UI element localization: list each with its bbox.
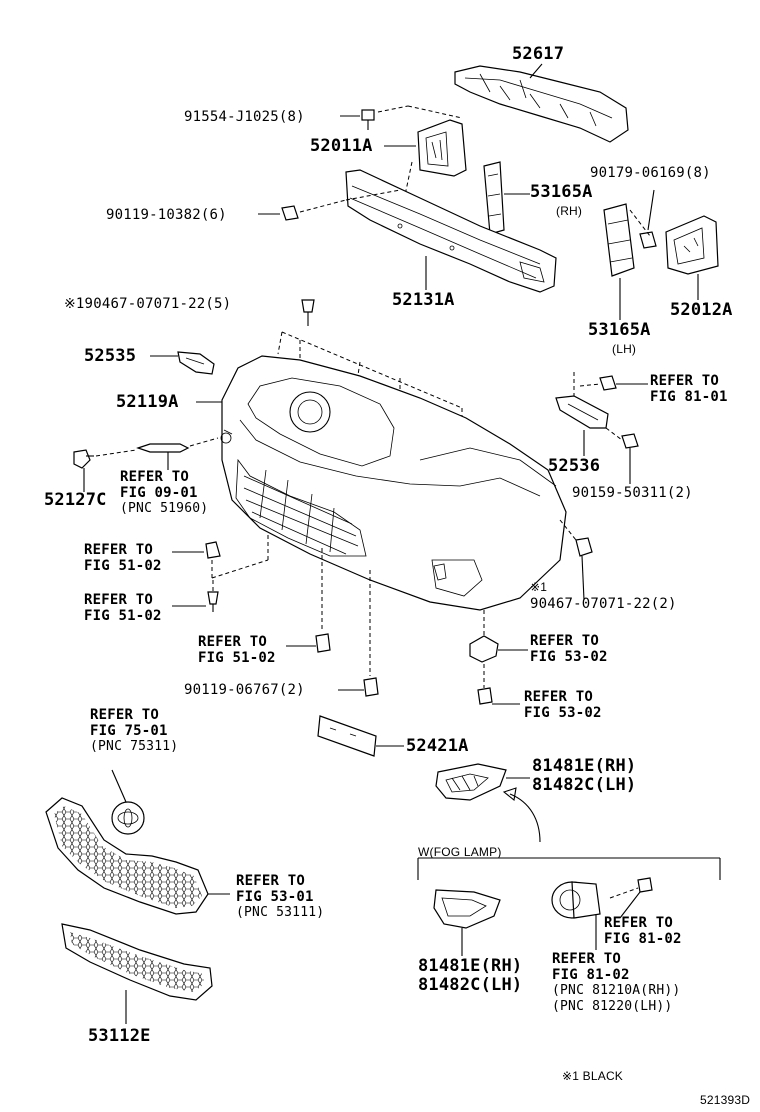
diagram-id: 521393D	[700, 1093, 751, 1107]
part-52012A: 52012A	[670, 300, 733, 320]
label-star1: ※1	[530, 580, 548, 594]
label-lh: (LH)	[612, 342, 637, 356]
fog-lamp-frame	[417, 857, 721, 880]
part-90467-top: ※190467-07071-22(5)	[64, 296, 232, 312]
bezel-81481E-lower	[433, 889, 501, 956]
ref-51-02-b-line1: REFER TO	[84, 592, 154, 608]
part-90467-bottom: 90467-07071-22(2)	[530, 596, 677, 612]
retainer-53165A-lh	[603, 203, 635, 320]
ref-53-02-b-line2: FIG 53-02	[524, 705, 602, 721]
bezel-81481E-upper	[435, 763, 541, 843]
part-81482C-lh-fog: 81482C(LH)	[418, 975, 523, 995]
ref-09-01-line1: REFER TO	[120, 469, 190, 485]
part-52617: 52617	[512, 44, 565, 64]
part-90119-06767: 90119-06767(2)	[184, 682, 305, 698]
fasteners-right-lower	[469, 519, 593, 705]
part-90119-10382: 90119-10382(6)	[106, 207, 227, 223]
ref-51-02-a-line2: FIG 51-02	[84, 558, 162, 574]
part-90159: 90159-50311(2)	[572, 485, 693, 501]
ref-51-02-b-line2: FIG 51-02	[84, 608, 162, 624]
fog-lamp-assembly	[551, 877, 653, 950]
ref-81-01-line1: REFER TO	[650, 373, 720, 389]
part-52536: 52536	[548, 456, 601, 476]
part-81482C-lh: 81482C(LH)	[532, 775, 637, 795]
black-note: ※1 BLACK	[562, 1069, 624, 1083]
part-81481E-rh-fog: 81481E(RH)	[418, 956, 523, 976]
fasteners-left	[172, 534, 269, 612]
part-53165A-lh: 53165A	[588, 320, 651, 340]
ref-51-02-c-line1: REFER TO	[198, 634, 268, 650]
ref-75-01-line1: REFER TO	[90, 707, 160, 723]
ref-53-01-line1: REFER TO	[236, 873, 306, 889]
bumper-cover-52119A	[196, 355, 567, 611]
ref-75-01-line2: FIG 75-01	[90, 723, 168, 739]
ref-09-01-pnc: (PNC 51960)	[120, 501, 209, 516]
ref-53-01-line2: FIG 53-01	[236, 889, 314, 905]
part-52535: 52535	[84, 346, 137, 366]
part-52127C: 52127C	[44, 490, 107, 510]
screws-lower-center	[286, 548, 379, 697]
part-81481E-rh: 81481E(RH)	[532, 756, 637, 776]
ref-53-01-pnc: (PNC 53111)	[236, 905, 325, 920]
ref-53-02-a-line2: FIG 53-02	[530, 649, 608, 665]
screw-91554	[340, 105, 463, 130]
ref-81-02-a-line2: FIG 81-02	[604, 931, 682, 947]
retainer-53165A-rh	[483, 161, 530, 235]
ref-53-02-b-line1: REFER TO	[524, 689, 594, 705]
plate-52421A	[317, 715, 404, 757]
part-90179: 90179-06169(8)	[590, 165, 711, 181]
part-52421A: 52421A	[406, 736, 469, 756]
ref-53-02-a-line1: REFER TO	[530, 633, 600, 649]
ref-51-02-a-line1: REFER TO	[84, 542, 154, 558]
bolt-90119-10382	[258, 189, 401, 221]
ref-75-01-pnc: (PNC 75311)	[90, 739, 179, 754]
bracket-52535	[150, 351, 215, 375]
part-52131A: 52131A	[392, 290, 455, 310]
reinforcement-52131A	[345, 169, 557, 293]
upper-support-52617	[454, 63, 629, 143]
label-rh: (RH)	[556, 204, 583, 218]
part-53112E: 53112E	[88, 1026, 151, 1046]
ref-81-02-b-line2: FIG 81-02	[552, 967, 630, 983]
fog-lamp-note: W(FOG LAMP)	[418, 845, 502, 859]
emblem	[111, 801, 145, 835]
part-52119A: 52119A	[116, 392, 179, 412]
ref-09-01-line2: FIG 09-01	[120, 485, 198, 501]
part-91554: 91554-J1025(8)	[184, 109, 305, 125]
cap-52127C	[73, 437, 219, 492]
nut-90179	[629, 189, 657, 249]
bracket-52536	[555, 372, 648, 484]
ref-81-02-pnc-lh: (PNC 81220(LH))	[552, 999, 673, 1014]
ref-51-02-c-line2: FIG 51-02	[198, 650, 276, 666]
ref-81-02-a-line1: REFER TO	[604, 915, 674, 931]
bracket-52011A	[384, 119, 467, 201]
grille-lower-53112E	[61, 923, 213, 1024]
part-52011A: 52011A	[310, 136, 373, 156]
grille-upper-53111	[45, 769, 230, 915]
ref-81-01-line2: FIG 81-01	[650, 389, 728, 405]
ref-81-02-b-line1: REFER TO	[552, 951, 622, 967]
bracket-52012A	[665, 215, 719, 300]
ref-81-02-pnc-rh: (PNC 81210A(RH))	[552, 983, 681, 998]
part-53165A-rh: 53165A	[530, 182, 593, 202]
